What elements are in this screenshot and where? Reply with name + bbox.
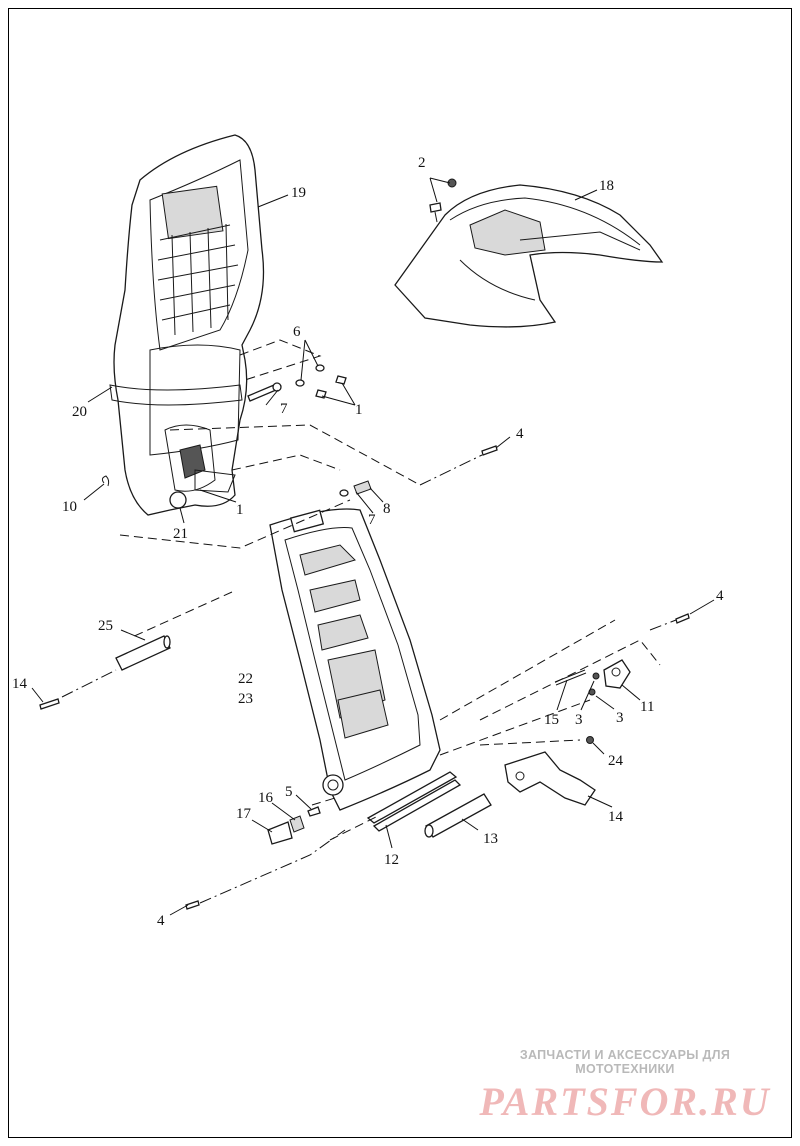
part-17-plate: [267, 821, 293, 845]
callout-13: 13: [483, 831, 498, 847]
part-24-nut: [586, 736, 594, 744]
callout-18: 18: [599, 178, 614, 194]
part-4-bolts: [185, 445, 690, 910]
callout-7a: 7: [280, 401, 288, 417]
part-10-clip: [101, 475, 110, 487]
part-25-rod: [115, 635, 171, 671]
assembly-dashed-lines: [61, 339, 677, 904]
part-2-screws: [429, 178, 457, 223]
part-8-bushing: [339, 480, 372, 497]
part-14-bolt: [39, 698, 60, 710]
callout-14b: 14: [608, 809, 624, 825]
callout-6: 6: [293, 324, 301, 340]
callout-8: 8: [383, 501, 391, 517]
callout-25: 25: [98, 618, 113, 634]
part-16-spring: [289, 815, 305, 833]
callout-16: 16: [258, 790, 274, 806]
drawing-frame: [8, 8, 792, 1138]
callout-4b: 4: [716, 588, 724, 604]
callout-17: 17: [236, 806, 252, 822]
callout-3b: 3: [616, 710, 624, 726]
watermark-tagline: ЗАПЧАСТИ И АКСЕССУАРЫ ДЛЯ МОТОТЕХНИКИ: [519, 1048, 731, 1076]
callout-24: 24: [608, 753, 624, 769]
part-6-washers: [295, 364, 325, 387]
part-1-bolts: [315, 375, 347, 399]
callout-4c: 4: [157, 913, 165, 929]
callout-15: 15: [544, 712, 559, 728]
callout-7b: 7: [368, 512, 376, 528]
callout-14a: 14: [12, 676, 28, 692]
callouts: 2 18 19 6 1 7 20 4 10 8 1 7 21 4 25 14 2…: [12, 155, 724, 929]
part-3-screws: [588, 672, 600, 696]
seat-cushion-assembly: [109, 134, 265, 516]
callout-12: 12: [384, 852, 399, 868]
part-11-latch: [603, 659, 631, 689]
callout-23: 23: [238, 691, 253, 707]
part-12-rods: [366, 771, 462, 832]
callout-1a: 1: [355, 402, 363, 418]
watermark-logo: PARTSFOR.RU: [479, 1079, 771, 1124]
callout-5: 5: [285, 784, 293, 800]
callout-2: 2: [418, 155, 426, 171]
callout-20: 20: [72, 404, 87, 420]
part-13-tube: [424, 793, 492, 838]
callout-10: 10: [62, 499, 77, 515]
part-15-spring: [554, 669, 587, 686]
leader-lines: [31, 177, 715, 916]
backrest-frame: [269, 508, 441, 811]
part-14-bracket: [504, 751, 596, 806]
callout-21: 21: [173, 526, 188, 542]
watermark: ЗАПЧАСТИ И АКСЕССУАРЫ ДЛЯ МОТОТЕХНИКИ PA…: [470, 1048, 780, 1125]
callout-22: 22: [238, 671, 253, 687]
callout-19: 19: [291, 185, 306, 201]
callout-11: 11: [640, 699, 654, 715]
part-5-bolt: [307, 806, 321, 817]
callout-3a: 3: [575, 712, 583, 728]
callout-1b: 1: [236, 502, 244, 518]
rear-cover: [394, 184, 664, 328]
callout-4a: 4: [516, 426, 524, 442]
